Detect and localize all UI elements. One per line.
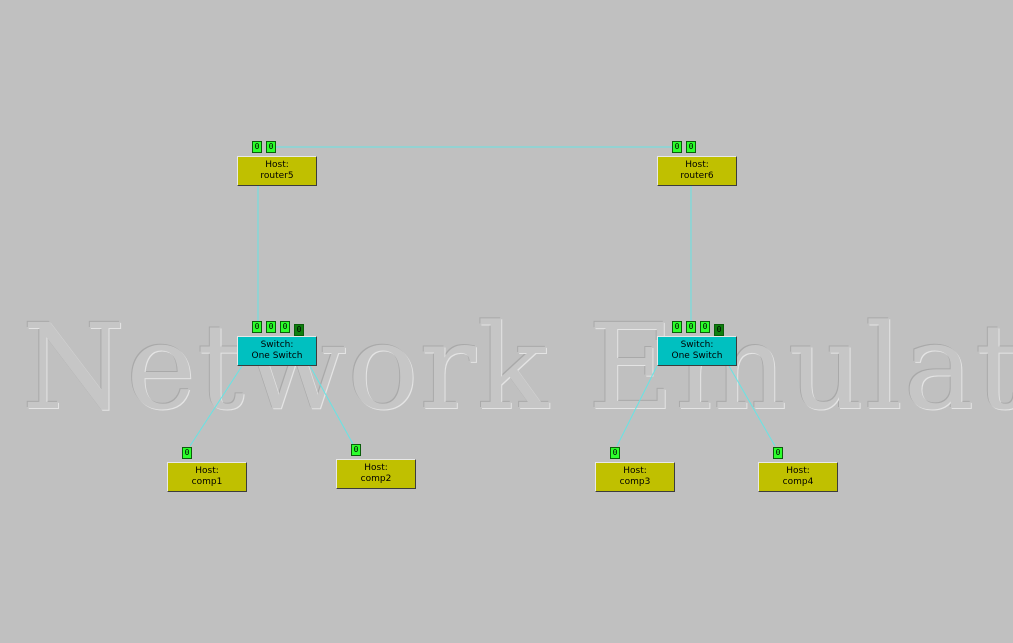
link-switch-right-comp3: [616, 365, 658, 447]
switch-left-port-1[interactable]: 0: [252, 321, 262, 333]
switch-left-port-2[interactable]: 0: [266, 321, 276, 333]
node-name-label: One Switch: [251, 351, 303, 361]
comp2-port-1[interactable]: 0: [351, 444, 361, 456]
node-type-label: Host:: [265, 160, 289, 170]
switch-right[interactable]: Switch: One Switch: [657, 336, 737, 366]
node-type-label: Host:: [195, 466, 219, 476]
switch-right-port-2[interactable]: 0: [686, 321, 696, 333]
node-name-label: comp1: [191, 477, 223, 487]
router5-port-2[interactable]: 0: [266, 141, 276, 153]
node-name-label: comp4: [782, 477, 814, 487]
switch-left[interactable]: Switch: One Switch: [237, 336, 317, 366]
node-type-label: Switch:: [680, 340, 714, 350]
node-type-label: Host:: [364, 463, 388, 473]
node-name-label: comp3: [619, 477, 651, 487]
watermark-text: Network Emulator: [22, 298, 1013, 436]
host-comp1[interactable]: Host: comp1: [167, 462, 247, 492]
switch-right-port-3[interactable]: 0: [700, 321, 710, 333]
comp4-port-1[interactable]: 0: [773, 447, 783, 459]
switch-left-port-3[interactable]: 0: [280, 321, 290, 333]
switch-right-port-1[interactable]: 0: [672, 321, 682, 333]
host-comp3[interactable]: Host: comp3: [595, 462, 675, 492]
node-type-label: Host:: [786, 466, 810, 476]
node-name-label: router5: [260, 171, 294, 181]
switch-right-port-4[interactable]: 0: [714, 324, 724, 336]
router6-port-2[interactable]: 0: [686, 141, 696, 153]
node-type-label: Host:: [623, 466, 647, 476]
host-comp2[interactable]: Host: comp2: [336, 459, 416, 489]
router5-port-1[interactable]: 0: [252, 141, 262, 153]
link-switch-right-comp4: [728, 365, 776, 447]
router6-port-1[interactable]: 0: [672, 141, 682, 153]
node-type-label: Switch:: [260, 340, 294, 350]
host-router6[interactable]: Host: router6: [657, 156, 737, 186]
node-name-label: comp2: [360, 474, 392, 484]
node-type-label: Host:: [685, 160, 709, 170]
link-switch-left-comp1: [189, 365, 243, 447]
host-comp4[interactable]: Host: comp4: [758, 462, 838, 492]
switch-left-port-4[interactable]: 0: [294, 324, 304, 336]
link-switch-left-comp2: [309, 365, 354, 445]
host-router5[interactable]: Host: router5: [237, 156, 317, 186]
node-name-label: router6: [680, 171, 714, 181]
node-name-label: One Switch: [671, 351, 723, 361]
comp3-port-1[interactable]: 0: [610, 447, 620, 459]
comp1-port-1[interactable]: 0: [182, 447, 192, 459]
